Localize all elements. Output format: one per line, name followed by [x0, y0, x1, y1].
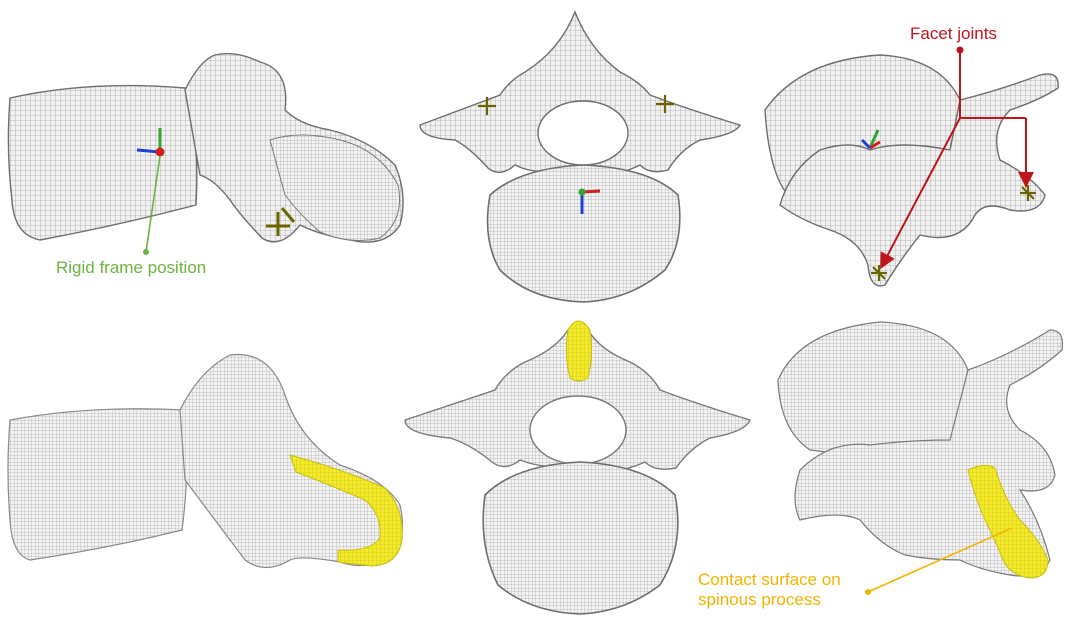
vertebral-body-superior-mesh	[488, 165, 680, 302]
panel-top-right-oblique	[765, 47, 1058, 286]
vertebral-foramen	[538, 101, 628, 165]
vertebral-body-mesh	[8, 86, 196, 240]
contact-surface-label: Contact surface on spinous process	[698, 570, 841, 610]
panel-top-middle-superior	[420, 12, 740, 302]
vertebral-body-superior-mesh	[483, 462, 678, 614]
facet-joints-label: Facet joints	[910, 24, 997, 44]
rigid-frame-position-label: Rigid frame position	[56, 258, 206, 278]
panel-bottom-left-lateral	[8, 355, 402, 568]
contact-surface-label-line2: spinous process	[698, 590, 841, 610]
vertebral-foramen	[530, 396, 626, 464]
contact-surface	[566, 321, 591, 381]
panel-top-left-lateral	[8, 54, 403, 255]
posterior-elements-mesh	[180, 355, 402, 568]
contact-surface-label-line1: Contact surface on	[698, 570, 841, 590]
vertebral-body-oblique-mesh	[778, 322, 968, 453]
vertebral-body-mesh	[8, 409, 187, 560]
panel-bottom-right-oblique	[778, 322, 1063, 595]
